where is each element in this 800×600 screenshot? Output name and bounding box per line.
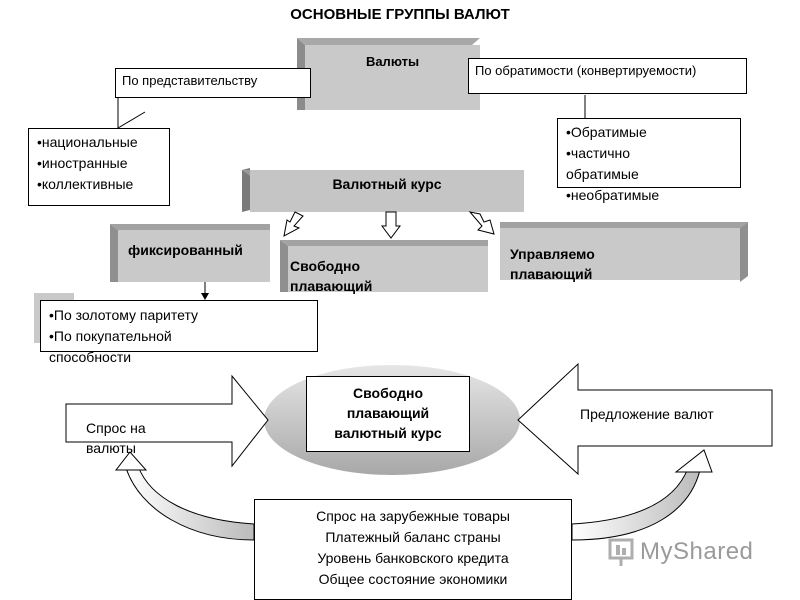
list-item: •коллективные: [37, 176, 134, 192]
list-item: •По золотому паритету: [49, 307, 199, 323]
right-curved-arrow: [571, 467, 701, 541]
factor-item: Спрос на зарубежные товары: [316, 508, 510, 524]
free-floating-label: Свободно плавающий: [290, 258, 373, 294]
page-title: ОСНОВНЫЕ ГРУППЫ ВАЛЮТ: [290, 6, 510, 23]
free-floating-block-face: [288, 246, 488, 292]
factors-box: Спрос на зарубежные товары Платежный бал…: [254, 499, 572, 600]
list-item: •По покупательной способности: [49, 328, 172, 365]
managed-floating-label: Управляемо плавающий: [510, 246, 595, 282]
by-convertibility-box: По обратимости (конвертируемости): [468, 58, 747, 94]
currencies-block-face: [305, 45, 480, 110]
factor-item: Общее состояние экономики: [318, 571, 508, 587]
exchange-rate-label: Валютный курс: [332, 176, 442, 192]
factor-item: Уровень банковского кредита: [317, 550, 509, 566]
demand-arrow: [65, 374, 269, 468]
fixed-types-list: •По золотому паритету •По покупательной …: [40, 300, 318, 365]
fixed-block-face: [118, 230, 270, 282]
currencies-block-top: [297, 38, 480, 45]
list-item: •необратимые: [566, 187, 660, 203]
factor-item: Платежный баланс страны: [325, 529, 501, 545]
exchange-rate-block-face: [250, 170, 524, 212]
watermark-text: MyShared: [640, 538, 754, 565]
left-curved-arrow: [125, 465, 255, 541]
list-item: •иностранные: [37, 155, 128, 171]
managed-block-face: [500, 228, 740, 280]
myshared-logo-icon: [608, 538, 634, 566]
by-representativeness-box: По представительству: [115, 68, 311, 98]
list-item: •национальные: [37, 134, 138, 150]
list-item: •Обратимые: [566, 124, 647, 140]
representativeness-list: •национальные •иностранные •коллективные: [28, 128, 170, 206]
demand-label: Спрос на валюты: [86, 420, 146, 456]
list-item: •частично обратимые: [566, 145, 639, 182]
center-rate-box: Свободно плавающий валютный курс: [306, 376, 470, 452]
fixed-label: фиксированный: [128, 242, 243, 258]
supply-label: Предложение валют: [580, 406, 714, 422]
currencies-label: Валюты: [365, 54, 420, 69]
supply-arrow: [517, 362, 773, 476]
convertibility-list: •Обратимые •частично обратимые •необрати…: [557, 118, 741, 203]
